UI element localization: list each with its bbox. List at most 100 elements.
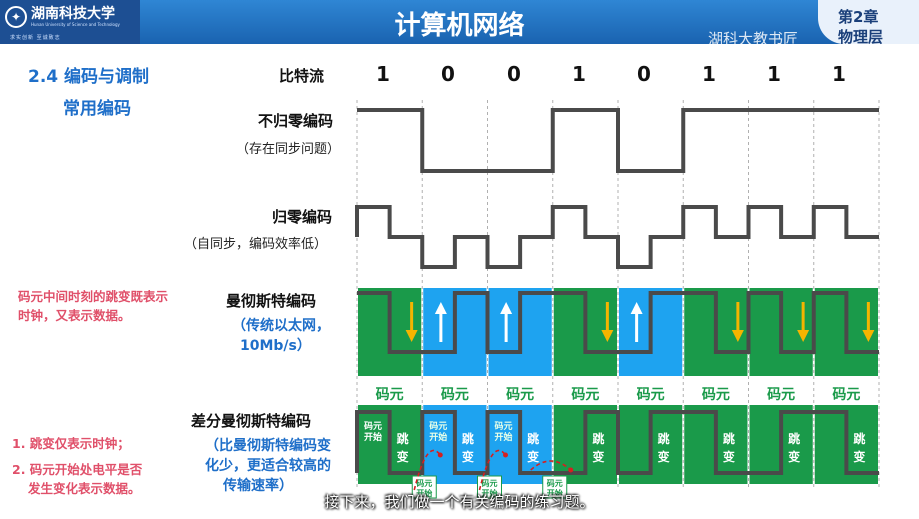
university-motto: 求实创新 至诚致志 [10, 35, 61, 41]
symbol-label: 码元 [506, 387, 534, 403]
chapter-name: 物理层 [838, 28, 884, 46]
manchester-note: （传统以太网， 10Mb/s） [232, 316, 330, 356]
up-arrow-head-icon [630, 302, 643, 314]
note-line: 1. 跳变仅表示时钟； [12, 436, 130, 451]
university-name: 湖南科技大学 [31, 6, 115, 22]
jump-label: 跳 [592, 431, 604, 446]
page-title: 计算机网络 [394, 11, 525, 41]
diff-note-line: 化少，更适合较高的 [205, 458, 331, 474]
bit-value: 1 [702, 62, 716, 86]
nrz-label: 不归零编码 [258, 112, 334, 130]
jump-label: 变 [723, 449, 735, 464]
red-dashed-arrow [413, 449, 441, 491]
start-small-tag [411, 475, 437, 499]
symbol-label: 码元 [637, 387, 665, 403]
red-arrow-head [437, 452, 443, 458]
jump-label: 变 [658, 449, 670, 464]
video-subtitle: 接下来，我们做一个有关编码的练习题。 [324, 493, 595, 511]
university-logo: ✦ 湖南科技大学 Hunan University of Science and… [0, 0, 140, 44]
symbol-label: 码元 [441, 387, 469, 403]
jump-label: 跳 [462, 431, 474, 446]
jump-label: 跳 [853, 431, 865, 446]
diff-side-note: 1. 跳变仅表示时钟； 2. 码元开始处电平是否 发生变化表示数据。 [12, 434, 142, 498]
down-arrow-head-icon [731, 330, 744, 342]
chapter-number: 第2章 [838, 8, 879, 26]
diff-manchester-signal [355, 410, 879, 475]
start-small-tag [542, 475, 568, 499]
symbol-label: 码元 [702, 387, 730, 403]
red-arrow-head [568, 467, 574, 473]
rz-label: 归零编码 [272, 208, 333, 226]
jump-label: 变 [397, 449, 409, 464]
jump-label: 跳 [658, 431, 670, 446]
start-tag-text: 码元 [364, 421, 382, 432]
symbol-label: 码元 [832, 387, 860, 403]
start-tag-text: 开始 [364, 431, 382, 443]
university-emblem-icon: ✦ [5, 6, 27, 28]
bit-value: 0 [441, 62, 455, 86]
jump-label: 变 [788, 449, 800, 464]
bit-value: 1 [767, 62, 781, 86]
bit-value: 1 [832, 62, 846, 86]
nrz-note: （存在同步问题） [236, 142, 341, 157]
diff-note-line: 传输速率） [223, 478, 293, 494]
down-arrow-head-icon [862, 330, 875, 342]
diff-manchester-label: 差分曼彻斯特编码 [191, 412, 312, 430]
section-title: 2.4 编码与调制 [28, 67, 150, 87]
start-small-tag-text: 码元 [547, 479, 563, 488]
start-small-tag-text: 开始 [416, 488, 432, 498]
jump-label: 变 [462, 449, 474, 464]
bitstream-label: 比特流 [279, 67, 325, 85]
diff-note-line: （比曼彻斯特编码变 [205, 438, 331, 454]
start-small-tag-text: 开始 [482, 488, 498, 498]
diff-manchester-note: （比曼彻斯特编码变 化少，更适合较高的 传输速率） [205, 436, 331, 496]
red-arrow-head [503, 452, 508, 458]
symbol-label: 码元 [767, 387, 795, 403]
start-tag-text: 开始 [494, 431, 512, 443]
note-line: 码元中间时刻的跳变既表示 [18, 289, 169, 304]
nrz-signal [357, 108, 879, 173]
manchester-note-line: 10Mb/s） [240, 338, 311, 354]
jump-label: 跳 [788, 431, 800, 446]
jump-label: 跳 [527, 431, 539, 446]
note-line: 时钟，又表示数据。 [18, 308, 131, 323]
bit-value: 0 [637, 62, 651, 86]
up-arrow-head-icon [434, 302, 447, 314]
bit-value: 1 [376, 62, 390, 86]
bit-value: 1 [572, 62, 586, 86]
bit-value: 0 [507, 62, 521, 86]
jump-label: 跳 [723, 431, 735, 446]
manchester-note-line: （传统以太网， [232, 318, 330, 334]
note-line: 发生变化表示数据。 [28, 481, 141, 496]
section-subtitle: 常用编码 [63, 99, 131, 119]
jump-label: 变 [527, 449, 539, 464]
red-dashed-arrow [530, 460, 572, 471]
down-arrow-head-icon [601, 330, 614, 342]
red-dashed-arrow [478, 449, 507, 491]
symbol-label: 码元 [376, 387, 404, 403]
note-line: 2. 码元开始处电平是否 [12, 462, 143, 477]
start-small-tag-text: 码元 [482, 479, 498, 488]
header-bar [0, 0, 919, 44]
manchester-side-note: 码元中间时刻的跳变既表示 时钟，又表示数据。 [18, 287, 168, 325]
jump-label: 变 [853, 449, 865, 464]
start-small-tag [477, 475, 502, 499]
start-tag-text: 码元 [494, 421, 512, 432]
chapter-badge [818, 0, 919, 44]
start-small-tag-text: 码元 [416, 479, 432, 488]
down-arrow-head-icon [405, 330, 418, 342]
university-name-en: Hunan University of Science and Technolo… [31, 22, 120, 27]
up-arrow-head-icon [500, 302, 513, 314]
rz-note: （自同步，编码效率低） [184, 237, 328, 252]
watermark-text: 湖科大教书匠 [708, 30, 799, 48]
down-arrow-head-icon [797, 330, 810, 342]
start-tag-text: 开始 [429, 431, 447, 443]
symbol-label: 码元 [571, 387, 599, 403]
jump-label: 跳 [397, 431, 409, 446]
start-small-tag-text: 开始 [547, 488, 563, 498]
manchester-signal [357, 291, 879, 354]
manchester-label: 曼彻斯特编码 [226, 292, 317, 310]
rz-signal [355, 205, 879, 269]
start-tag-text: 码元 [429, 421, 447, 432]
